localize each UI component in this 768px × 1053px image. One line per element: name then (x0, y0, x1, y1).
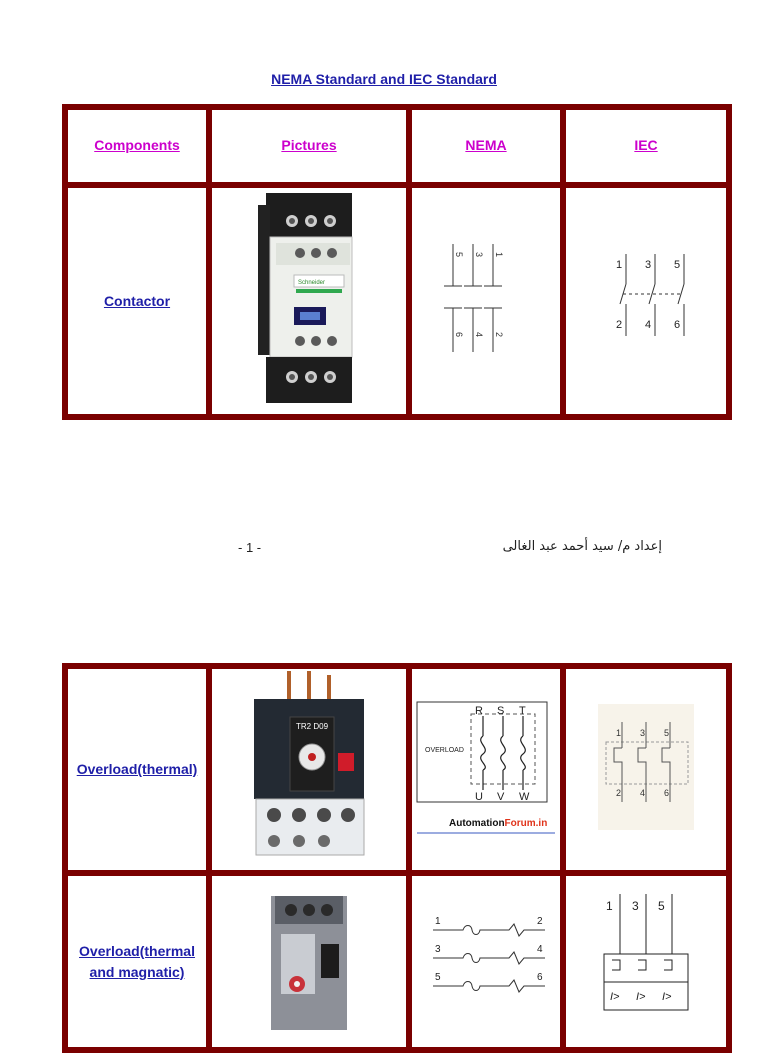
page-number: - 1 - (238, 540, 262, 555)
watermark-automationforum: AutomationForum.in (449, 818, 547, 829)
header-pictures[interactable]: Pictures (281, 137, 337, 153)
mag-terminal-5: 5 (435, 972, 441, 983)
header-nema[interactable]: NEMA (465, 137, 507, 153)
iec-terminal-4: 4 (645, 319, 651, 331)
nema-terminal-2: 2 (494, 332, 504, 337)
overload-label: OVERLOAD (425, 747, 464, 754)
phase-r: R (475, 705, 483, 717)
nema-terminal-1: 1 (494, 252, 504, 257)
iec-ol-terminal-6: 6 (664, 788, 669, 798)
nema-terminal-4: 4 (474, 332, 484, 337)
mag-iec-terminal-1: 1 (606, 899, 613, 913)
phase-s: S (497, 705, 504, 717)
nema-terminal-3: 3 (474, 252, 484, 257)
nema-terminal-5: 5 (454, 252, 464, 257)
document-title: NEMA Standard and IEC Standard (271, 71, 497, 87)
iec-terminal-1: 1 (616, 259, 622, 271)
iec-ol-terminal-2: 2 (616, 788, 621, 798)
overload-magnetic-picture (271, 896, 347, 1030)
iec-terminal-2: 2 (616, 319, 622, 331)
iec-terminal-6: 6 (674, 319, 680, 331)
phase-w: W (519, 791, 530, 803)
table-header-row: Components Pictures NEMA IEC (65, 107, 729, 185)
table-row-overload-thermal: Overload(thermal) TR2 D09 R (65, 666, 729, 873)
contactor-nema-symbol: 5 3 1 6 4 2 (444, 243, 504, 352)
standards-table-overload: Overload(thermal) TR2 D09 R (62, 663, 732, 1053)
component-contactor[interactable]: Contactor (103, 292, 171, 309)
phase-v: V (497, 791, 505, 803)
table-row-contactor: Contactor Schneider (65, 185, 729, 417)
mag-terminal-6: 6 (537, 972, 543, 983)
iec-ol-terminal-4: 4 (640, 788, 645, 798)
mag-iec-terminal-5: 5 (658, 899, 665, 913)
header-components[interactable]: Components (94, 137, 180, 153)
iec-terminal-5: 5 (674, 259, 680, 271)
mag-terminal-2: 2 (537, 916, 543, 927)
iec-terminal-3: 3 (645, 259, 651, 271)
header-iec[interactable]: IEC (634, 137, 658, 153)
iec-ol-terminal-5: 5 (664, 728, 669, 738)
overload-model-label: TR2 D09 (296, 722, 329, 731)
contactor-brand-label: Schneider (298, 280, 325, 286)
phase-u: U (475, 791, 483, 803)
mag-trip-symbol-3: I> (662, 991, 672, 1003)
mag-iec-terminal-3: 3 (632, 899, 639, 913)
phase-t: T (519, 705, 526, 717)
contactor-iec-symbol: 1 3 5 2 4 6 (616, 253, 685, 336)
mag-terminal-3: 3 (435, 944, 441, 955)
component-overload-thermal[interactable]: Overload(thermal) (76, 761, 198, 777)
mag-trip-symbol-1: I> (610, 991, 620, 1003)
overload-thermal-nema-symbol: R S T U V W OVERLOAD AutomationForum.in (416, 701, 555, 834)
overload-magnetic-nema-symbol: 1 2 3 4 5 6 (433, 916, 545, 993)
iec-ol-terminal-1: 1 (616, 728, 621, 738)
iec-ol-terminal-3: 3 (640, 728, 645, 738)
mag-terminal-1: 1 (435, 916, 441, 927)
mag-terminal-4: 4 (537, 944, 543, 955)
author-credit: إعداد م/ سيد أحمد عبد الغالى (502, 539, 662, 554)
nema-terminal-6: 6 (454, 332, 464, 337)
overload-thermal-iec-symbol: 1 3 5 2 4 6 (598, 704, 694, 830)
mag-trip-symbol-2: I> (636, 991, 646, 1003)
overload-thermal-picture: TR2 D09 (254, 671, 365, 856)
contactor-picture: Schneider (258, 192, 353, 403)
overload-magnetic-iec-symbol: 1 3 5 I> I> I> (603, 894, 689, 1011)
standards-table-header: Components Pictures NEMA IEC Contactor S… (62, 104, 732, 420)
